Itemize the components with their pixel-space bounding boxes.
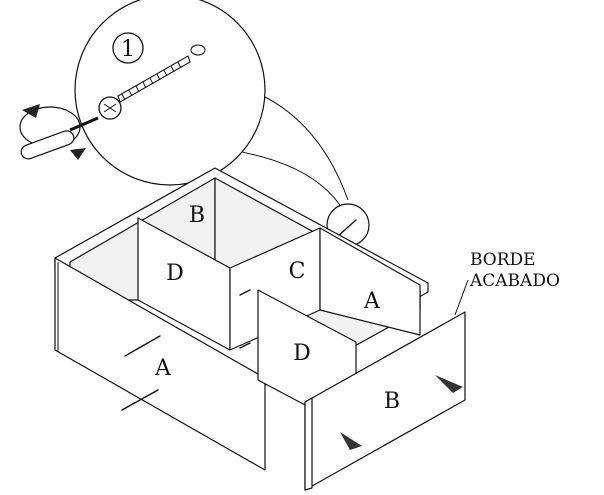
magnifier-detail: 1	[19, 0, 349, 206]
screwdriver-icon	[20, 116, 99, 160]
insert-arrow-icon	[340, 432, 362, 450]
insert-arrow-icon	[435, 375, 463, 393]
screw-icon	[98, 55, 191, 120]
step-number-badge	[112, 32, 144, 64]
label-panel-b-top: B	[189, 203, 205, 228]
label-panel-a-right: A	[363, 289, 381, 314]
front-panel-a	[54, 257, 266, 471]
screws	[121, 289, 251, 411]
note-line-1: BORDE	[470, 250, 536, 270]
screw-detail-icon	[337, 219, 357, 237]
label-panel-b-front: B	[384, 389, 400, 414]
label-panel-a-front: A	[154, 356, 172, 381]
cabinet	[54, 167, 466, 491]
note-leader-line	[454, 279, 469, 316]
label-panel-c: C	[289, 259, 306, 284]
inner-panel-a-right	[319, 227, 421, 336]
label-panel-d-front: D	[293, 341, 311, 366]
note-line-2: ACABADO	[469, 271, 560, 291]
label-panel-d-left: D	[166, 261, 184, 286]
finished-edge-strip	[304, 397, 313, 491]
step-number: 1	[121, 37, 135, 62]
